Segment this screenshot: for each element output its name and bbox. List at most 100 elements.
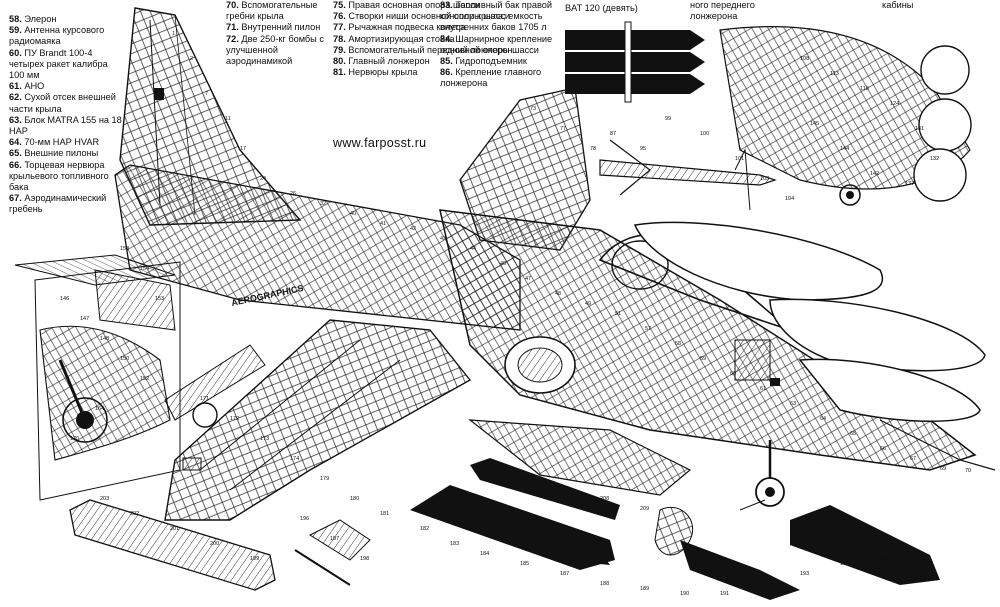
callout-number: 153 [155, 296, 164, 302]
callout-number: 183 [450, 541, 459, 547]
callout-number: 60 [730, 371, 736, 377]
legend-item-64: 64. 70-мм НАР HVAR [9, 137, 100, 148]
callout-number: 78 [590, 146, 596, 152]
callout-number: 77 [560, 126, 566, 132]
callout-number: 174 [290, 456, 299, 462]
callout-number: 201 [170, 526, 179, 532]
port-wing [164, 319, 472, 521]
bat120-bomb-stack [565, 21, 705, 103]
callout-number: 95 [640, 146, 646, 152]
legend-column-3: 75. Правая основная опора шасси 76. Ство… [333, 0, 513, 78]
callout-number: 49 [585, 301, 591, 307]
legend-item-75: 75. Правая основная опора шасси [333, 0, 480, 10]
callout-number: 182 [420, 526, 429, 532]
legend-item-67: 67. Аэродинамический гребень [9, 193, 107, 215]
callout-number: 26 [290, 191, 296, 197]
callout-number: 103 [760, 176, 769, 182]
callout-number: 206 [560, 486, 569, 492]
callout-number: 99 [665, 116, 671, 122]
drop-tanks [633, 221, 986, 422]
callout-number: 195 [880, 556, 889, 562]
legend-item-71: 71. Внутренний пилон [226, 22, 321, 33]
callout-number: 173 [260, 436, 269, 442]
callout-number: 148 [100, 336, 109, 342]
legend-column-2: 70. Вспомогательные гребни крыла 71. Вну… [226, 0, 326, 67]
callout-number: 185 [520, 561, 529, 567]
callout-number: 69 [940, 466, 946, 472]
callout-number: 100 [700, 131, 709, 137]
callout-number: 118 [860, 86, 869, 92]
legend-column-1: 58. Элерон 59. Антенна курсового радиома… [9, 14, 124, 216]
callout-number: 64 [820, 416, 826, 422]
legend-item-79: 79. Вспомогательный передний лонжерон [333, 44, 513, 55]
callout-number: 188 [600, 581, 609, 587]
wing-fold-detail [164, 344, 266, 428]
caption-front-spar: ного переднего лонжерона [690, 0, 755, 21]
callout-number: 200 [210, 541, 219, 547]
callout-number: 63 [790, 401, 796, 407]
missile [599, 139, 777, 211]
callout-number: 154 [140, 266, 149, 272]
callout-number: 145 [810, 121, 819, 127]
callout-number: 2 [190, 56, 193, 62]
rear-fuselage: AEROGRAPHICS [14, 164, 521, 331]
callout-number: 1 [172, 31, 175, 37]
callout-number: 66 [880, 446, 886, 452]
callout-number: 192 [760, 581, 769, 587]
callout-number: 43 [440, 236, 446, 242]
callout-number: 58 [675, 341, 681, 347]
callout-number: 205 [520, 476, 529, 482]
callout-number: 104 [785, 196, 794, 202]
callout-number: 204 [480, 466, 489, 472]
callout-number: 146 [60, 296, 69, 302]
callout-number: 208 [600, 496, 609, 502]
callout-number: 147 [80, 316, 89, 322]
callout-number: 187 [560, 571, 569, 577]
callout-number: 24 [260, 176, 266, 182]
legend-item-62: 62. Сухой отсек внешней части крыла [9, 92, 116, 114]
legend-item-77: 77. Рычажная подвеска колеса [333, 22, 466, 33]
caption-cabin: кабины [882, 0, 914, 10]
callout-number: 137 [905, 181, 914, 187]
callout-number: 198 [360, 556, 369, 562]
callout-number: 101 [735, 156, 744, 162]
callout-number: 73 [530, 106, 536, 112]
legend-item-59: 59. Антенна курсового радиомаяка [9, 25, 105, 47]
callout-number: 180 [350, 496, 359, 502]
callout-number: 7 [205, 91, 208, 97]
callout-number: 44 [470, 246, 476, 252]
callout-number: 170 [70, 436, 79, 442]
callout-number: 179 [320, 476, 329, 482]
callout-number: 61 [760, 386, 766, 392]
bottom-ordnance [69, 458, 940, 600]
callout-number: 202 [130, 511, 139, 517]
callout-number: 17 [240, 146, 246, 152]
callout-number: 181 [380, 511, 389, 517]
callout-number: 108 [800, 56, 809, 62]
callout-number: 65 [850, 431, 856, 437]
callout-number: 113 [830, 71, 839, 77]
callout-number: 124 [890, 101, 899, 107]
legend-item-86: 86. Крепление главного лонжерона [440, 67, 542, 89]
callout-number: 209 [640, 506, 649, 512]
legend-item-58: 58. Элерон [9, 14, 57, 24]
legend-item-81: 81. Нервюры крыла [333, 67, 418, 78]
callout-number: 32 [320, 201, 326, 207]
callout-number: 51 [615, 311, 621, 317]
callout-number: 59 [700, 356, 706, 362]
callout-number: 41 [380, 221, 386, 227]
callout-number: 57 [645, 326, 651, 332]
callout-number: 199 [250, 556, 259, 562]
callout-number: 46 [500, 261, 506, 267]
legend-item-60: 60. ПУ Brandt 100-4 четырех ракет калибр… [9, 47, 108, 81]
gun-pod [468, 419, 692, 496]
callout-number: 70 [965, 468, 971, 474]
callout-number: 158 [120, 246, 129, 252]
callout-number: 144 [840, 146, 849, 152]
callout-number: 67 [910, 456, 916, 462]
legend-column-4: 83. Топливный бак правой консоли крыла; … [440, 0, 580, 90]
callout-number: 191 [720, 591, 729, 597]
callout-number: 190 [680, 591, 689, 597]
